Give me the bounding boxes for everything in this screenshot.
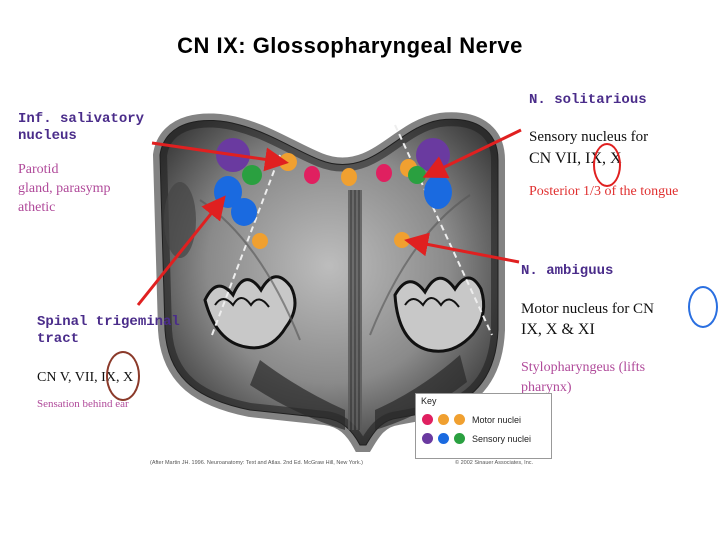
cn-highlight-circle-ambiguus	[688, 286, 718, 328]
legend-motor-dot-orange2	[454, 414, 465, 425]
n-ambiguus-body-line2: IX, X & XI	[521, 321, 595, 338]
legend-sensory-dot-blue	[438, 433, 449, 444]
ix-highlight-circle-solitarious	[593, 143, 621, 187]
spinal-trigeminal-note: Sensation behind ear	[37, 398, 129, 410]
legend-motor-label: Motor nuclei	[472, 415, 522, 425]
inf-salivatory-heading: Inf. salivatory nucleus	[18, 111, 144, 145]
inf-salivatory-body-line2: gland, parasymp	[18, 181, 111, 196]
nucleus-blue-left-lower	[231, 198, 257, 226]
solitary-nucleus-right-green	[408, 166, 426, 184]
inf-salivatory-heading-line2: nucleus	[18, 128, 77, 144]
solitary-nucleus-left-green	[242, 165, 262, 185]
legend-motor-dot-orange1	[438, 414, 449, 425]
nucleus-orange-mid-left	[341, 168, 357, 186]
n-ambiguus-note: Stylopharyngeus (lifts pharynx)	[521, 358, 645, 398]
n-ambiguus-heading: N. ambiguus	[521, 263, 614, 279]
arrow-inf-salivatory	[151, 141, 289, 172]
inf-salivatory-heading-line1: Inf. salivatory	[18, 111, 145, 127]
spinal-trigeminal-heading: Spinal trigeminal tract	[37, 314, 180, 348]
legend-sensory-dot-purple	[422, 433, 433, 444]
legend-sensory-dot-green	[454, 433, 465, 444]
page-title: CN IX: Glossopharyngeal Nerve	[177, 33, 523, 58]
inf-salivatory-body-line3: athetic	[18, 200, 56, 215]
n-ambiguus-note-line1: Stylopharyngeus (lifts	[521, 360, 646, 375]
legend-key: Key Motor nuclei Sensory nuclei	[415, 393, 552, 459]
arrow-n-solitarious	[422, 128, 522, 178]
spinal-trigeminal-nucleus-right-blue	[424, 175, 452, 209]
n-ambiguus-body-line1: Motor nucleus for CN	[521, 301, 654, 317]
n-solitarious-heading: N. solitarious	[529, 92, 647, 108]
legend-sensory-label: Sensory nuclei	[472, 434, 532, 444]
n-solitarious-note: Posterior 1/3 of the tongue	[529, 184, 679, 199]
spinal-trigeminal-heading-line2: tract	[37, 331, 80, 347]
n-solitarious-body-line1: Sensory nucleus for	[529, 129, 649, 145]
arrow-spinal-trigeminal	[136, 195, 226, 306]
nucleus-red-right	[376, 164, 392, 182]
ix-highlight-circle-trigeminal	[106, 351, 140, 401]
arrow-n-ambiguus	[404, 232, 520, 264]
spinal-trigeminal-heading-line1: Spinal trigeminal	[37, 314, 180, 330]
inf-salivatory-body-line1: Parotid	[18, 162, 59, 177]
n-ambiguus-note-line2: pharynx)	[521, 380, 572, 395]
legend-title: Key	[421, 396, 437, 406]
inf-salivatory-description: Parotid gland, parasymp athetic	[18, 160, 111, 217]
legend-motor-dot-red	[422, 414, 433, 425]
image-credit-left: (After Martin JH. 1996. Neuroanatomy: Te…	[150, 460, 363, 466]
image-credit-right: © 2002 Sinauer Associates, Inc.	[455, 460, 534, 466]
nucleus-red-left	[304, 166, 320, 184]
ambiguus-nucleus-left	[252, 233, 268, 249]
